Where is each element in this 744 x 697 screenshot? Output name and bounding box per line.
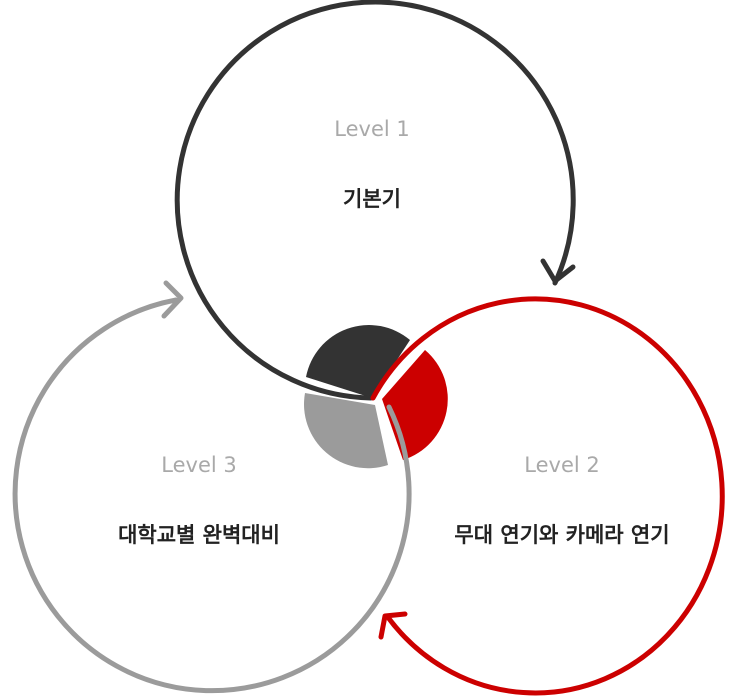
level3-label: Level 3 [161,453,236,477]
level1-title: 기본기 [343,187,401,211]
level3-title: 대학교별 완벽대비 [118,523,280,547]
level1-label: Level 1 [334,117,409,141]
level2-label: Level 2 [524,453,599,477]
center-wedge-level3 [304,393,388,468]
level2-title: 무대 연기와 카메라 연기 [454,523,669,547]
